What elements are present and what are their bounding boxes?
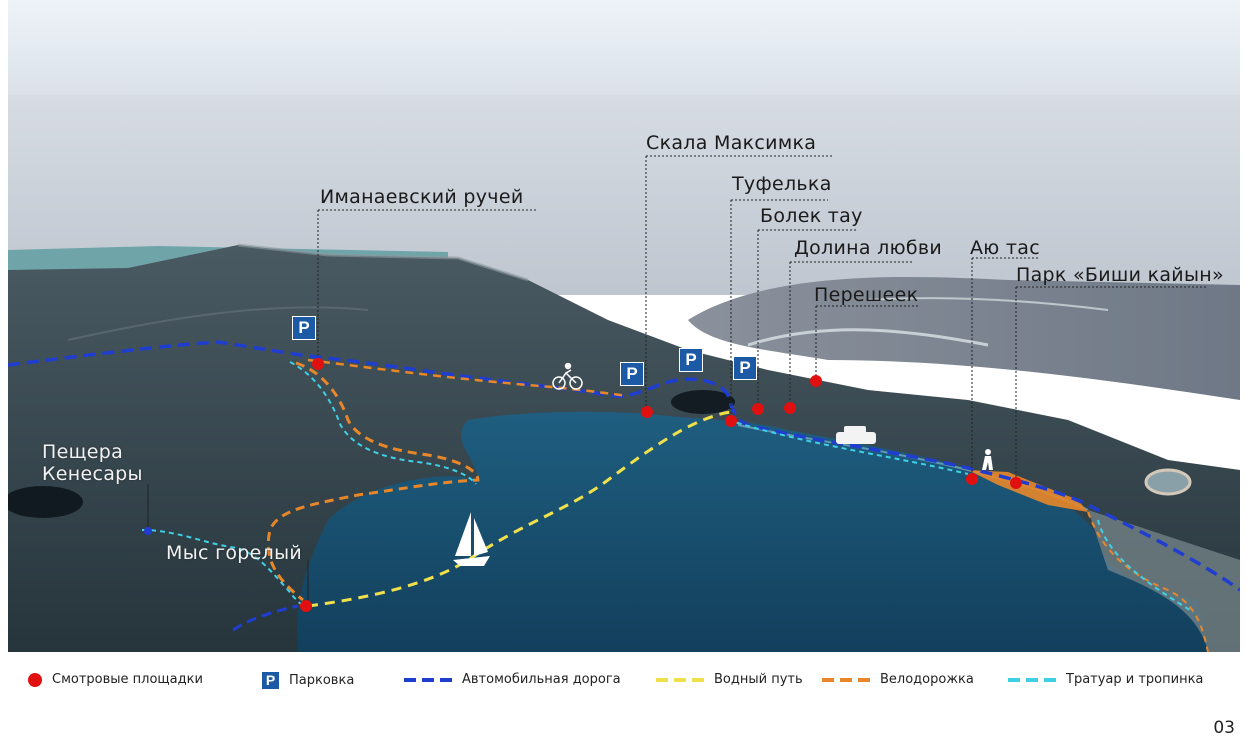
legend-label: Велодорожка	[880, 672, 974, 687]
legend-label: Автомобильная дорога	[462, 672, 621, 687]
viewpoints	[300, 358, 1022, 612]
legend-parking: P Парковка	[262, 672, 354, 689]
label-skala-maksimka: Скала Максимка	[646, 132, 817, 154]
legend-viewpoints: Смотровые площадки	[28, 672, 203, 687]
label-dolina-lyubvi: Долина любви	[794, 237, 943, 259]
legend-label: Парковка	[289, 673, 355, 688]
label-mys-gorely: Мыс горелый	[166, 542, 303, 564]
hiker-icon	[982, 449, 993, 470]
orange-dash-icon	[822, 677, 870, 682]
legend-water-route: Водный путь	[656, 672, 803, 687]
car-icon	[836, 426, 876, 444]
label-ayu-tas: Аю тас	[970, 237, 1040, 259]
map-canvas	[8, 0, 1240, 652]
yellow-dash-icon	[656, 677, 704, 682]
label-park-bishi-kayyn: Парк «Биши кайын»	[1016, 264, 1224, 286]
legend-bike-path: Велодорожка	[822, 672, 974, 687]
legend-label: Смотровые площадки	[52, 672, 203, 687]
sailboat-icon	[453, 512, 490, 566]
parking-sign: P	[292, 316, 316, 340]
label-bolek-tau: Болек тау	[760, 205, 863, 227]
parking-icon: P	[262, 672, 279, 689]
blue-dash-icon	[404, 677, 452, 682]
legend-label: Водный путь	[714, 672, 803, 687]
label-tufelka: Туфелька	[732, 173, 832, 195]
legend-car-road: Автомобильная дорога	[404, 672, 621, 687]
red-dot-icon	[28, 672, 42, 687]
label-imanaevsky: Иманаевский ручей	[320, 186, 524, 208]
cyan-dash-icon	[1008, 677, 1056, 682]
road-route	[8, 340, 1240, 592]
label-peresheek: Перешеек	[814, 284, 919, 306]
legend-sidewalk: Тратуар и тропинка	[1008, 672, 1203, 687]
parking-sign: P	[679, 348, 703, 372]
label-peshchera-kenesary: Пещера Кенесары	[42, 441, 143, 485]
aerial-map: P P P P Иманаевский ручей Скала Максимка…	[8, 0, 1240, 652]
page-number: 03	[1213, 718, 1235, 738]
map-legend: Смотровые площадки P Парковка Автомобиль…	[0, 652, 1247, 712]
parking-sign: P	[620, 362, 644, 386]
parking-sign: P	[733, 356, 757, 380]
bicycle-icon	[552, 362, 583, 390]
legend-label: Тратуар и тропинка	[1066, 672, 1204, 687]
water-route	[307, 410, 734, 608]
